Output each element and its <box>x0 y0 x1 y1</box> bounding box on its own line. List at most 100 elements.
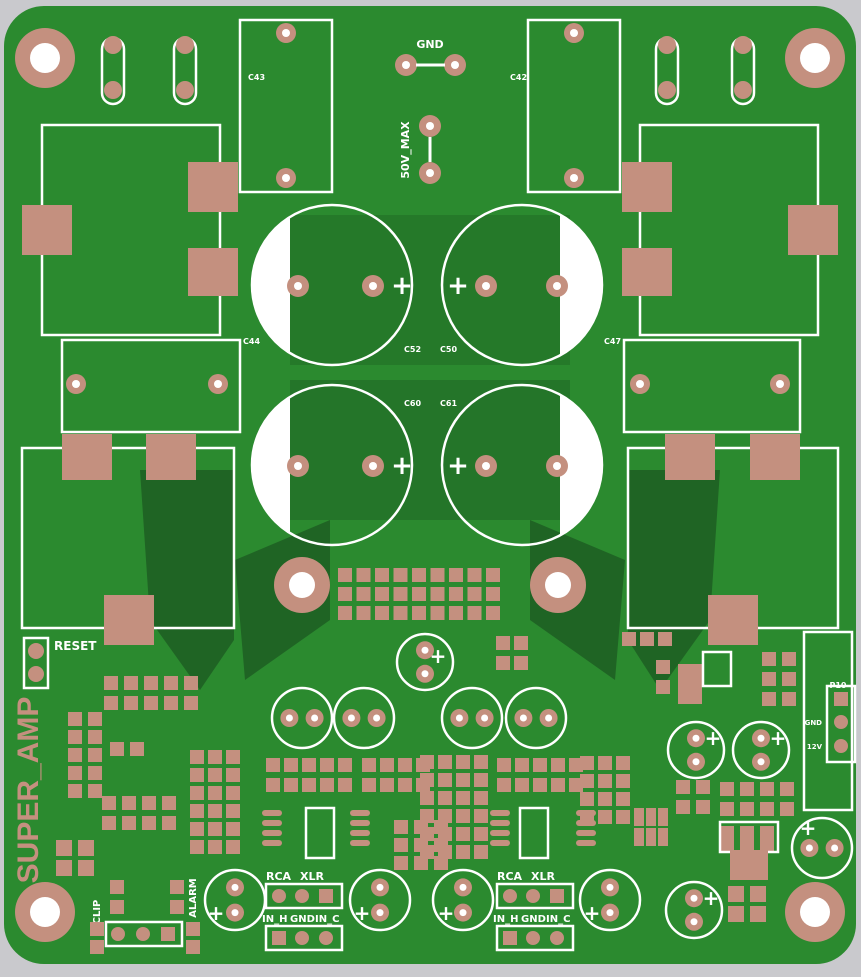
smd-pad <box>375 587 389 601</box>
smd-pad <box>430 587 445 601</box>
right-input-connector[interactable]: RCA XLR IN_H GND IN_C <box>493 870 575 952</box>
smd-pad <box>356 587 371 601</box>
mounting-holes <box>15 28 845 942</box>
smd-pad <box>551 758 565 772</box>
soic-pin <box>262 810 282 816</box>
smd-pad <box>266 778 280 792</box>
smd-pad <box>122 796 136 810</box>
power-header-P10[interactable]: P10 GND 12V <box>802 630 857 812</box>
smd-pad <box>68 712 82 726</box>
smd-pad <box>338 587 352 601</box>
smd-pad <box>284 758 298 772</box>
soic-pin <box>350 840 370 846</box>
soic-pin <box>262 820 282 826</box>
smd-pad <box>474 791 488 805</box>
smd-pad <box>208 750 222 764</box>
smd-pad <box>226 822 240 836</box>
cap-C60: + C60 <box>250 383 421 547</box>
film-cap-c42-designator: C42 <box>510 73 527 82</box>
smd-pad <box>78 860 94 876</box>
film-cap-C44: C44 <box>60 337 260 434</box>
smd-pad <box>190 822 204 836</box>
smd-pad <box>760 782 774 796</box>
smd-pad <box>598 792 612 806</box>
smd-pad <box>208 822 222 836</box>
smd-pad <box>434 838 448 852</box>
smd-pad <box>338 568 352 582</box>
smd-pad <box>170 880 184 894</box>
smd-pad <box>438 755 452 769</box>
smd-pad <box>728 886 744 902</box>
smd-pad <box>760 802 774 816</box>
smd-pad <box>164 696 178 710</box>
smd-pad <box>226 840 240 854</box>
smd-pad <box>144 676 158 690</box>
smd-pad <box>580 756 594 770</box>
in-c-label: IN_C <box>315 914 339 925</box>
smd-pad <box>393 587 408 601</box>
small-cap: + <box>731 720 791 780</box>
cap-c61-designator: C61 <box>440 399 457 408</box>
smd-pad <box>676 780 690 794</box>
smd-pad <box>110 880 124 894</box>
smd-pad <box>569 758 583 772</box>
smd-pad <box>420 773 434 787</box>
xlr-label: XLR <box>300 870 324 883</box>
cap-c60-designator: C60 <box>404 399 421 408</box>
soic-pin <box>576 830 596 836</box>
smd-pad <box>676 800 690 814</box>
smd-pad <box>497 758 511 772</box>
12v-pin-label: 12V <box>807 743 823 751</box>
smd-pad <box>320 758 334 772</box>
smd-pad <box>104 696 118 710</box>
polarity-plus: + <box>391 271 413 301</box>
smd-pad <box>474 845 488 859</box>
smd-pad <box>580 792 594 806</box>
inductor-L4 <box>20 434 236 645</box>
film-cap-C47: C47 <box>604 337 802 434</box>
in-h-label: IN_H <box>262 914 287 925</box>
smd-pad <box>420 755 434 769</box>
smd-pad <box>226 786 240 800</box>
smd-pad <box>497 778 511 792</box>
smd-pad <box>696 800 710 814</box>
smd-pad <box>414 820 428 834</box>
left-input-connector[interactable]: RCA XLR IN_H GND IN_C <box>262 870 344 952</box>
cap-c50-designator: C50 <box>440 345 457 354</box>
in-h-label: IN_H <box>493 914 518 925</box>
smd-pad <box>412 587 426 601</box>
smd-pad <box>496 636 510 650</box>
film-cap-C42: C42 <box>510 18 622 194</box>
small-cap: + <box>790 816 854 880</box>
smd-pad <box>762 692 776 706</box>
smd-pad <box>398 778 412 792</box>
soic-pin <box>350 810 370 816</box>
smd-pad <box>375 606 389 620</box>
soic-pin <box>262 830 282 836</box>
smd-pad <box>728 906 744 922</box>
smd-pad <box>580 774 594 788</box>
soic-pin <box>350 830 370 836</box>
gnd-pin-label: GND <box>805 719 823 727</box>
smd-pad <box>486 568 500 582</box>
smd-pad <box>740 826 754 852</box>
smd-pad <box>474 773 488 787</box>
smd-pad <box>124 676 138 690</box>
smd-pad <box>740 802 754 816</box>
gnd-label: GND <box>290 914 315 925</box>
small-cap: + <box>666 720 726 780</box>
smd-pad <box>226 768 240 782</box>
small-cap <box>270 686 334 750</box>
smd-pad <box>622 632 636 646</box>
smd-pad <box>338 778 352 792</box>
regulators <box>304 650 780 880</box>
soic-pin <box>490 840 510 846</box>
smd-pad <box>658 632 672 646</box>
smd-pad <box>438 809 452 823</box>
smd-pad <box>412 606 426 620</box>
smd-pad <box>68 784 82 798</box>
smd-pad <box>533 778 547 792</box>
smd-pad <box>646 808 656 826</box>
smd-pad <box>420 809 434 823</box>
